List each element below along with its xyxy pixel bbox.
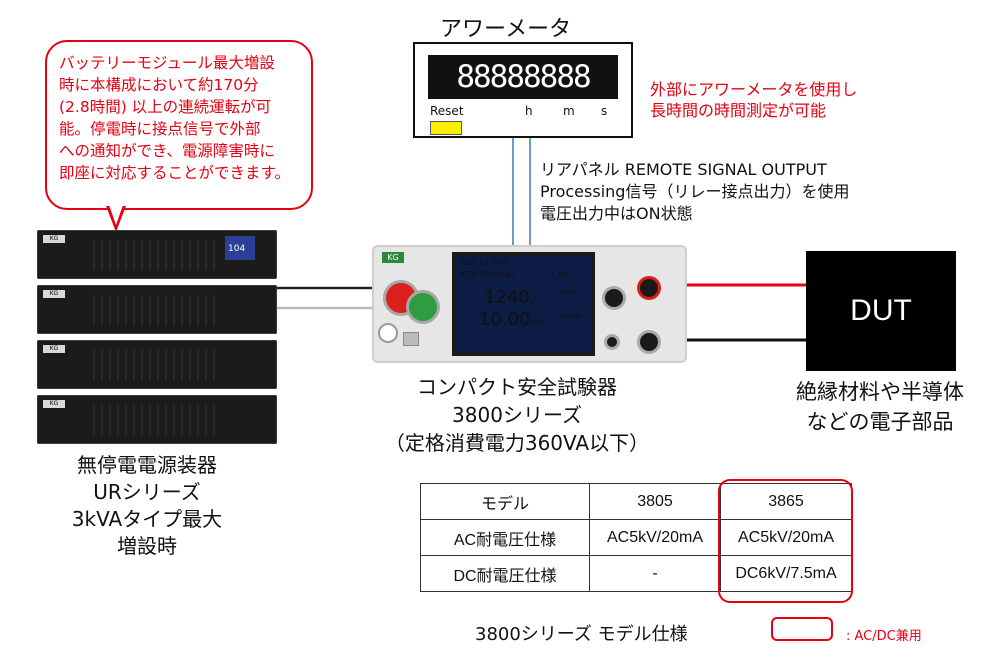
ups-vent xyxy=(87,240,217,270)
tester-screen xyxy=(452,252,595,356)
cont-check-terminal xyxy=(637,330,661,354)
screen-mode-label: ACW Settings xyxy=(460,270,515,279)
meter-display: 88888888 xyxy=(428,55,618,99)
unit-minutes: m xyxy=(563,104,575,118)
spec-table: モデル 3805 3865 AC耐電圧仕様 AC5kV/20mA AC5kV/2… xyxy=(420,483,852,592)
screen-current: 10.00mA xyxy=(479,309,545,330)
screen-load[interactable]: Load xyxy=(560,288,575,295)
battery-module: KG xyxy=(37,340,277,389)
tester-logo: KG xyxy=(382,252,404,263)
ups-unit: KG 104 xyxy=(37,230,277,279)
callout-line: 即座に対応することができます。 xyxy=(59,164,290,182)
tester-label-line: 3800シリーズ xyxy=(452,403,582,427)
voltage-unit: V xyxy=(529,296,536,306)
callout-line: (2.8時間) 以上の連続運転が可 xyxy=(59,98,272,116)
current-unit: mA xyxy=(530,318,546,328)
signal-note-line: 電圧出力中はON状態 xyxy=(540,204,693,223)
high-voltage-terminal xyxy=(637,276,661,300)
usb-port xyxy=(403,332,419,346)
acdc-highlight xyxy=(718,479,853,603)
meter-note-line: 外部にアワーメータを使用し xyxy=(650,80,858,99)
interlock-terminal xyxy=(604,334,620,350)
ups-logo: KG xyxy=(43,290,65,298)
power-button[interactable] xyxy=(378,323,398,343)
voltage-value: 1240 xyxy=(484,287,530,308)
callout-line: への通知ができ、電源障害時に xyxy=(59,142,275,160)
meter-note: 外部にアワーメータを使用し 長時間の時間測定が可能 xyxy=(650,79,857,121)
table-cell: DC6kV/7.5mA xyxy=(720,555,852,592)
screen-time: 1.0s xyxy=(550,270,568,279)
ups-vent xyxy=(87,350,217,380)
table-row: DC耐電圧仕様 - DC6kV/7.5mA xyxy=(420,555,852,592)
battery-module: KG xyxy=(37,395,277,444)
table-row: AC耐電圧仕様 AC5kV/20mA AC5kV/20mA xyxy=(420,519,852,556)
dut-description: 絶縁材料や半導体 などの電子部品 xyxy=(768,377,992,437)
table-caption: 3800シリーズ モデル仕様 xyxy=(475,624,688,645)
callout-line: 能。停電時に接点信号で外部 xyxy=(59,120,261,138)
ups-label: 無停電電源装器 URシリーズ 3kVAタイプ最大増設時 xyxy=(62,452,232,560)
tester-label-line: コンパクト安全試験器 xyxy=(417,375,617,399)
tester-label-line: （定格消費電力360VA以下） xyxy=(384,431,650,455)
battery-callout: バッテリーモジュール最大増設 時に本構成において約170分 (2.8時間) 以上… xyxy=(45,40,313,210)
ups-logo: KG xyxy=(43,235,65,243)
ups-vent xyxy=(87,295,217,325)
tester-label: コンパクト安全試験器 3800シリーズ （定格消費電力360VA以下） xyxy=(382,373,652,457)
legend-swatch xyxy=(771,617,833,641)
meter-title: アワーメータ xyxy=(440,17,572,42)
reset-label: Reset xyxy=(430,104,464,118)
ups-logo: KG xyxy=(43,345,65,353)
ups-label-line: 無停電電源装器 xyxy=(77,453,217,477)
ups-label-line: URシリーズ xyxy=(93,480,201,504)
current-value: 10.00 xyxy=(479,309,531,330)
callout-line: 時に本構成において約170分 xyxy=(59,76,259,94)
start-button[interactable] xyxy=(406,290,440,324)
table-cell: AC5kV/20mA xyxy=(589,519,721,556)
dut-desc-line: などの電子部品 xyxy=(806,410,954,434)
ups-stack: KG 104 KG KG KG xyxy=(37,230,277,445)
callout-tail-fill xyxy=(109,205,123,225)
table-cell: AC5kV/20mA xyxy=(720,519,852,556)
table-header: 3805 xyxy=(589,483,721,520)
ups-label-line: 3kVAタイプ最大増設時 xyxy=(71,507,223,558)
screen-title: Test_01-001 xyxy=(460,258,509,267)
battery-module: KG xyxy=(37,285,277,334)
screen-mode: ACW Settings 1.0s xyxy=(460,270,568,279)
meter-note-line: 長時間の時間測定が可能 xyxy=(650,101,827,120)
table-cell: DC耐電圧仕様 xyxy=(420,555,590,592)
return-terminal xyxy=(602,286,626,310)
signal-note-line: リアパネル REMOTE SIGNAL OUTPUT xyxy=(540,160,827,179)
unit-hours: h xyxy=(525,104,533,118)
reset-button[interactable] xyxy=(430,121,462,135)
dut-label: DUT xyxy=(850,294,912,327)
dut-box: DUT xyxy=(806,251,956,371)
legend-label: : AC/DC兼用 xyxy=(846,629,922,644)
signal-note: リアパネル REMOTE SIGNAL OUTPUT Processing信号（… xyxy=(540,159,849,225)
ups-lcd: 104 xyxy=(225,236,255,260)
signal-note-line: Processing信号（リレー接点出力）を使用 xyxy=(540,182,850,201)
table-header: モデル xyxy=(420,483,590,520)
dut-desc-line: 絶縁材料や半導体 xyxy=(796,380,964,404)
table-cell: - xyxy=(589,555,721,592)
ups-vent xyxy=(87,405,217,435)
table-cell: AC耐電圧仕様 xyxy=(420,519,590,556)
unit-seconds: s xyxy=(601,104,608,118)
callout-line: バッテリーモジュール最大増設 xyxy=(59,54,275,72)
ups-lcd-value: 104 xyxy=(228,244,246,254)
screen-results[interactable]: Results xyxy=(560,313,582,320)
table-header: 3865 xyxy=(720,483,852,520)
screen-voltage: 1240V xyxy=(484,287,536,308)
ups-logo: KG xyxy=(43,400,65,408)
